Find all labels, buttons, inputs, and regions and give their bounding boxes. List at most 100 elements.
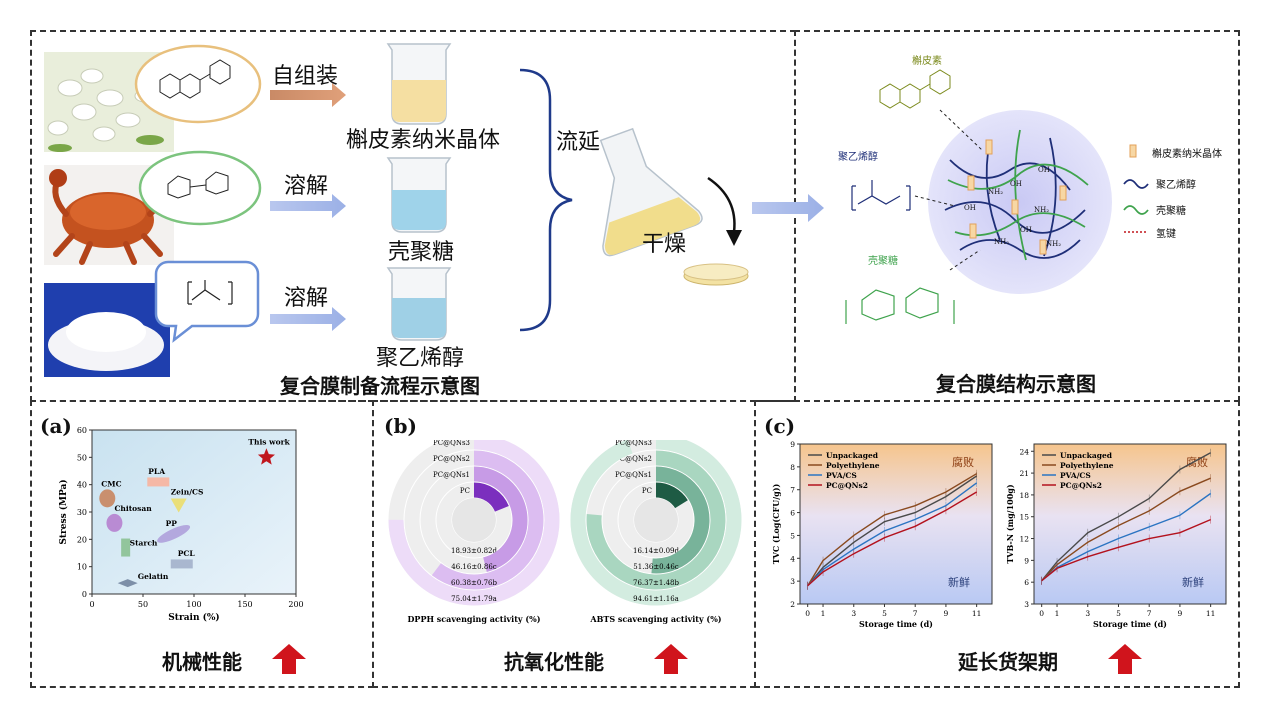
x-tick-label: 0 (1039, 609, 1044, 618)
radial-bar (473, 482, 509, 513)
x-tick-label: 11 (1206, 609, 1216, 618)
x-tick-label: 7 (913, 609, 918, 618)
data-point-ellipse (106, 513, 123, 532)
legend-entry: PVA/CS (1060, 471, 1091, 480)
series-label: PC (642, 487, 652, 495)
plot-area (1033, 443, 1227, 605)
data-point-star (257, 448, 275, 465)
y-tick-label: 3 (1024, 600, 1029, 609)
panel-a-up-arrow (272, 644, 306, 674)
value-label: 46.16±0.86c (451, 563, 496, 571)
zone-label-spoiled: 腐败 (1186, 455, 1208, 469)
series-label: PC (460, 487, 470, 495)
x-tick-label: 50 (138, 600, 148, 609)
y-axis-label: TVC (Log(CFU/g)) (771, 484, 781, 565)
zone-label-fresh: 新鲜 (1182, 575, 1204, 589)
radial-bar (570, 440, 742, 606)
process-caption: 复合膜制备流程示意图 (280, 374, 480, 398)
legend-entry: PC@QNs2 (826, 481, 868, 490)
legend-hydrogen-bond: 氢键 (1156, 229, 1176, 240)
data-point-rect (121, 538, 131, 557)
label-dissolve-2: 溶解 (284, 286, 329, 311)
y-tick-label: 6 (1024, 578, 1029, 587)
chart-dpph-radial: PC 18.93±0.82d PC@QNs1 46.16±0.86c PC@QNs2 60… (388, 440, 560, 624)
x-tick-label: 200 (288, 600, 303, 609)
radial-bar (473, 466, 528, 572)
point-label: Gelatin (138, 572, 169, 581)
radial-bar (431, 450, 544, 590)
label-pva: 聚乙烯醇 (376, 346, 465, 371)
panel-c-caption: 延长货架期 (958, 650, 1058, 674)
x-tick-label: 3 (1085, 609, 1090, 618)
structure-caption: 复合膜结构示意图 (936, 372, 1096, 396)
plot-area (799, 443, 993, 605)
series-label: PC@QNs1 (433, 471, 470, 479)
y-tick-label: 21 (1019, 469, 1029, 478)
point-label: This work (248, 437, 290, 446)
legend-quercetin-nanocrystal: 槲皮素纳米晶体 (1152, 149, 1222, 160)
legend-pva: 聚乙烯醇 (1156, 180, 1196, 191)
series-label: PC@QNs2 (615, 455, 652, 463)
label-drying: 干燥 (642, 232, 687, 257)
zone-label-fresh: 新鲜 (948, 575, 970, 589)
x-tick-label: 9 (1178, 609, 1183, 618)
data-point-ellipse (157, 525, 191, 543)
panel-c-tag: (c) (764, 414, 796, 438)
value-label: 51.36±0.46c (633, 563, 678, 571)
x-tick-label: 3 (851, 609, 856, 618)
legend-entry: Unpackaged (826, 451, 879, 460)
legend-entry: PVA/CS (826, 471, 857, 480)
y-tick-label: 18 (1019, 491, 1029, 500)
label-quercetin-nanocrystal: 槲皮素纳米晶体 (346, 128, 501, 153)
y-tick-label: 2 (790, 600, 795, 609)
chart-abts-radial: PC16.14±0.09dPC@QNs151.36±0.46cPC@QNs276… (570, 440, 742, 624)
x-axis-label: DPPH scavenging activity (%) (407, 614, 540, 624)
x-tick-label: 150 (237, 600, 252, 609)
label-self-assembly: 自组装 (272, 64, 339, 89)
panel-b-up-arrow (654, 644, 688, 674)
x-tick-label: 0 (805, 609, 810, 618)
x-tick-label: 9 (944, 609, 949, 618)
panel-b-tag: (b) (384, 414, 417, 438)
data-point-ellipse (99, 489, 116, 508)
point-label: Zein/CS (171, 488, 204, 497)
legend-entry: Polyethylene (1060, 461, 1114, 470)
radial-bar (586, 450, 726, 590)
point-label: PCL (178, 549, 196, 558)
y-tick-label: 4 (790, 554, 795, 563)
radial-bar (655, 482, 688, 509)
x-axis-label: Storage time (d) (859, 619, 933, 629)
y-tick-label: 15 (1019, 513, 1029, 522)
x-tick-label: 100 (186, 600, 201, 609)
point-label: CMC (101, 479, 121, 488)
value-label: 60.38±0.76b (451, 579, 497, 587)
value-label: 18.93±0.82d (451, 547, 497, 555)
x-axis-label: ABTS scavenging activity (%) (589, 614, 721, 624)
radial-center (634, 498, 678, 542)
data-point-rect (170, 559, 193, 569)
structure-label-quercetin: 槲皮素 (912, 56, 942, 67)
label-chitosan: 壳聚糖 (388, 240, 455, 265)
y-tick-label: 24 (1019, 447, 1029, 456)
x-tick-label: 0 (89, 600, 94, 609)
x-axis-label: Strain (%) (168, 612, 219, 623)
structure-label-pva: 聚乙烯醇 (838, 152, 878, 163)
panel-a-caption: 机械性能 (162, 650, 242, 674)
series-label: PC@QNs1 (615, 471, 652, 479)
y-tick-label: 3 (790, 577, 795, 586)
value-label: 94.61±1.16a (633, 595, 679, 603)
y-tick-label: 5 (790, 531, 795, 540)
x-tick-label: 11 (972, 609, 982, 618)
y-tick-label: 6 (790, 509, 795, 518)
series-label: PC@QNs2 (433, 455, 470, 463)
radial-bar (388, 440, 560, 606)
y-tick-label: 7 (790, 486, 795, 495)
y-axis-label: TVB-N (mg/100g) (1005, 484, 1015, 564)
y-tick-label: 9 (790, 440, 795, 449)
series-label: PC@QNs3 (433, 440, 470, 447)
panel-b-caption: 抗氧化性能 (504, 650, 604, 674)
x-tick-label: 7 (1147, 609, 1152, 618)
